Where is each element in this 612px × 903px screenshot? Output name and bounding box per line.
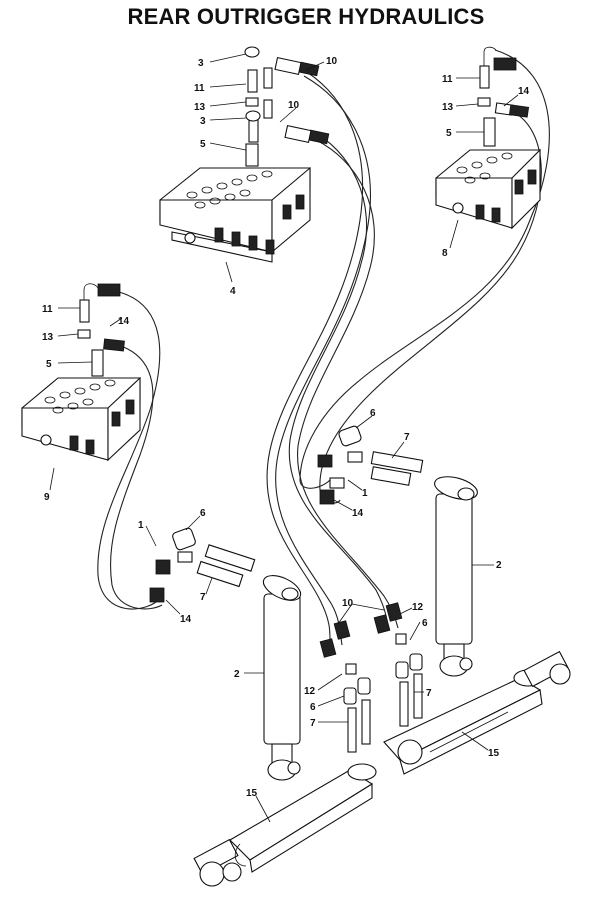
callout-7: 7	[200, 592, 206, 603]
callout-6: 6	[310, 702, 316, 713]
callout-6: 6	[422, 618, 428, 629]
callout-14: 14	[118, 316, 130, 327]
callout-5: 5	[200, 139, 206, 150]
center-fittings	[319, 602, 423, 753]
callout-7: 7	[426, 688, 432, 699]
callout-12: 12	[412, 602, 424, 613]
callout-11: 11	[442, 74, 453, 85]
callout-14: 14	[518, 86, 530, 97]
callout-6: 6	[370, 408, 376, 419]
callout-15: 15	[488, 748, 500, 759]
left-cylinder-fittings	[149, 527, 256, 603]
hose-top-c	[288, 129, 389, 626]
right-cylinder-fittings	[317, 425, 424, 505]
hose-right-a	[299, 49, 550, 489]
hose-top-d	[297, 139, 399, 629]
callout-9: 9	[44, 492, 50, 503]
callout-1: 1	[138, 520, 144, 531]
cylinder-left	[262, 575, 302, 781]
hose-group	[97, 49, 550, 646]
callout-10: 10	[342, 598, 354, 609]
valve-body-8	[435, 148, 541, 230]
callout-15: 15	[246, 788, 258, 799]
callout-10: 10	[288, 100, 300, 111]
callout-1: 1	[362, 488, 368, 499]
callout-11: 11	[194, 83, 205, 94]
callout-13: 13	[194, 102, 206, 113]
callout-10: 10	[326, 56, 338, 67]
page-title: REAR OUTRIGGER HYDRAULICS	[127, 4, 485, 29]
callout-3: 3	[198, 58, 204, 69]
beam-right	[383, 650, 571, 775]
callout-labels: 3 10 11 13 10 3 5 4 11 13 14 5 8 11 14 1…	[42, 56, 530, 799]
callout-7: 7	[404, 432, 410, 443]
hose-top-b	[275, 75, 371, 646]
valve-body-9	[21, 376, 141, 462]
cylinder-right	[434, 476, 478, 677]
callout-4: 4	[230, 286, 236, 297]
beam-left	[193, 763, 377, 887]
valve-9-fittings	[77, 283, 125, 377]
callout-13: 13	[442, 102, 454, 113]
callout-14: 14	[180, 614, 192, 625]
callout-7: 7	[310, 718, 316, 729]
callout-3: 3	[200, 116, 206, 127]
callout-14: 14	[352, 508, 364, 519]
callout-2: 2	[234, 669, 240, 680]
callout-6: 6	[200, 508, 206, 519]
callout-8: 8	[442, 248, 448, 259]
hose-left-a	[97, 289, 161, 610]
valve-8-fittings	[477, 46, 530, 147]
valve-4-fittings	[244, 46, 330, 167]
valve-body-4	[159, 166, 311, 263]
leader-lines	[49, 53, 519, 823]
callout-12: 12	[304, 686, 316, 697]
hose-left-b	[109, 344, 163, 610]
callout-5: 5	[46, 359, 52, 370]
callout-13: 13	[42, 332, 54, 343]
callout-2: 2	[496, 560, 502, 571]
callout-11: 11	[42, 304, 53, 315]
callout-5: 5	[446, 128, 452, 139]
hose-top-a	[266, 67, 364, 641]
